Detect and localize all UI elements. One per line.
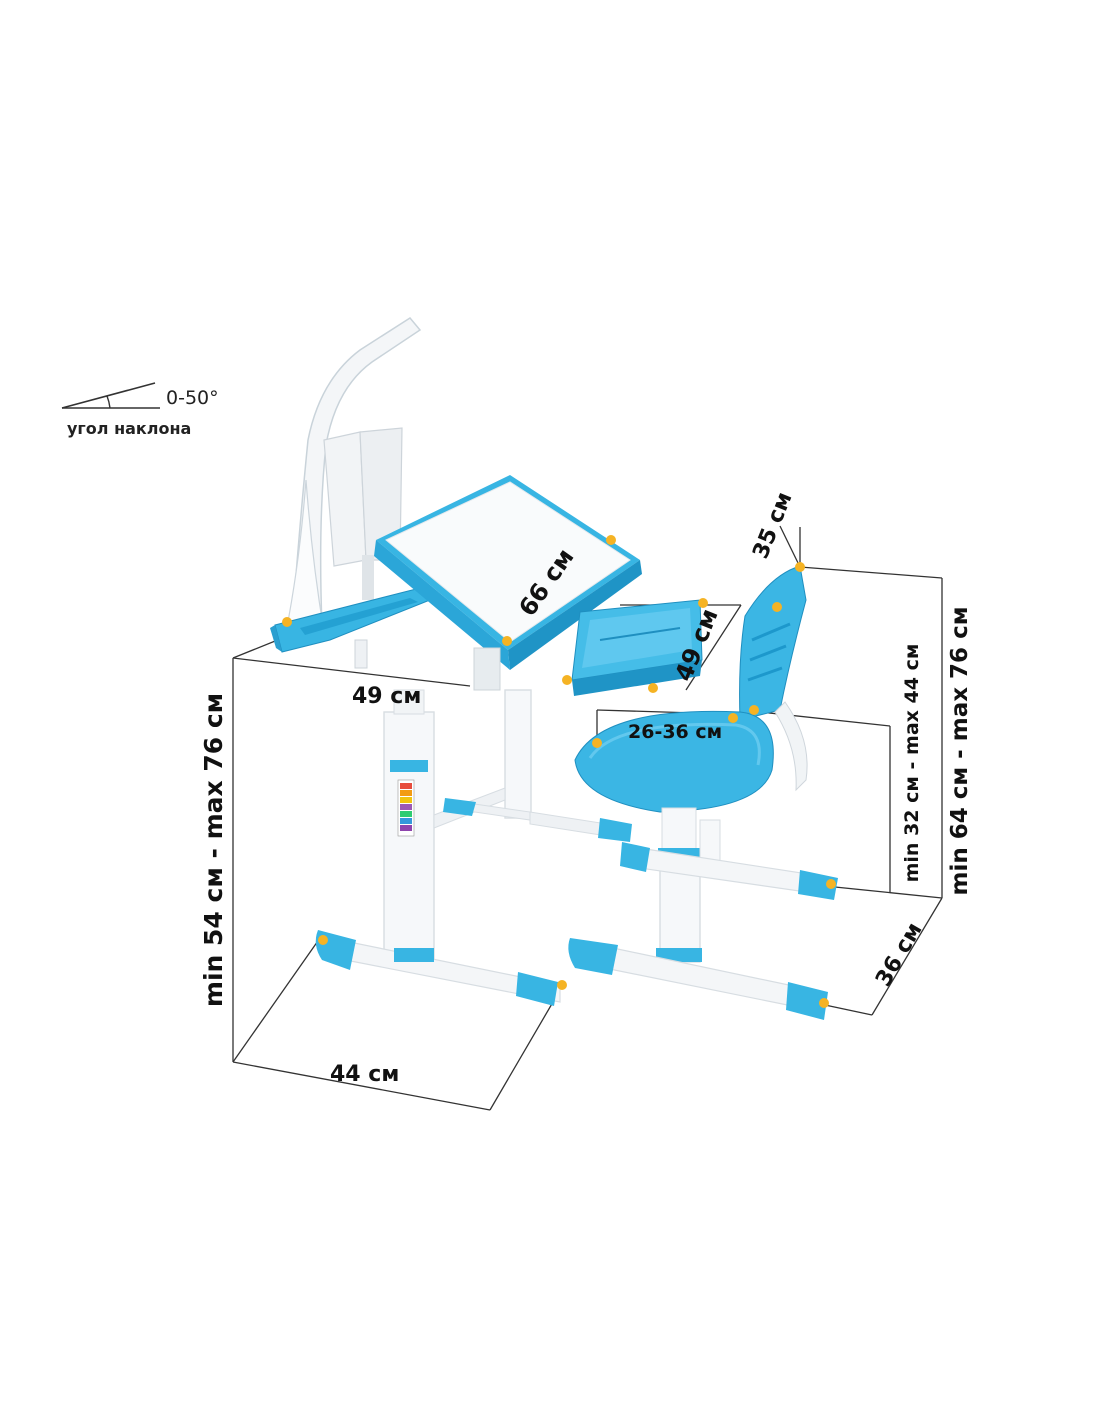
chair-base-depth-label: 36 см [871, 918, 927, 991]
book-stand [323, 427, 403, 600]
seat-depth-label: 26-36 см [628, 721, 722, 743]
height-scale-sticker [397, 779, 415, 837]
desk-height-label: min 54 см - max 76 см [199, 693, 228, 1007]
chair-dimension-frame [596, 525, 943, 1016]
dimension-labels: min 54 см - max 76 см 49 см 66 см 49 см … [199, 489, 973, 1087]
tilt-range-label: 0-50° [166, 387, 219, 409]
chair [568, 565, 838, 1020]
pencil-tray [270, 587, 442, 653]
measurement-markers [282, 535, 836, 1008]
tilt-caption: угол наклона [67, 419, 191, 438]
tilt-angle-indicator: 0-50° угол наклона [61, 382, 219, 438]
seat-height-label: min 32 см - max 44 см [901, 644, 923, 883]
side-shelf [571, 599, 703, 696]
desk-depth-label: 49 см [352, 684, 421, 709]
backrest-depth-label: 35 см [748, 489, 797, 563]
desk-frame [315, 639, 632, 1006]
desk-dimension-frame [232, 604, 742, 1111]
base-width-label: 44 см [330, 1062, 399, 1087]
total-chair-height-label: min 64 см - max 76 см [947, 606, 973, 895]
tabletop [374, 475, 642, 670]
